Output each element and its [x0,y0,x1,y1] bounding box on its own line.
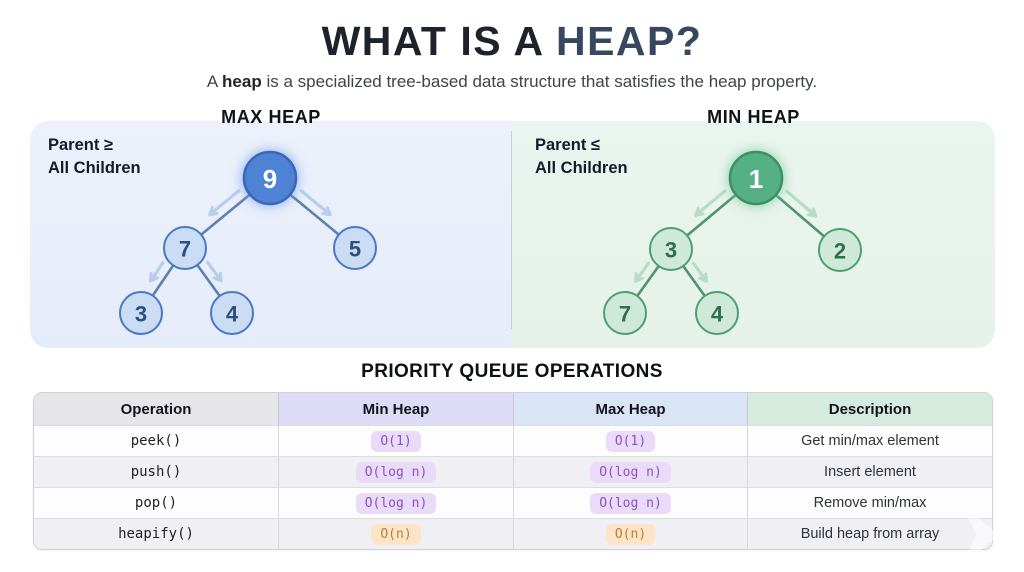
min-rule-line2: All Children [535,159,628,178]
min-heap-heading: MIN HEAP [707,107,800,127]
min-heap-node-2 [818,228,862,272]
table-row-pop: pop() O(log n) O(log n) Remove min/max [34,487,992,518]
table-title: PRIORITY QUEUE OPERATIONS [361,361,663,382]
table-header-description: Description [747,393,992,425]
operation-cell: pop() [134,495,178,511]
min-heap-complexity-cell: O(log n) [278,488,513,518]
max-heap-complexity-cell: O(n) [513,519,747,549]
max-heap-node-9 [242,150,298,206]
min-heap-complexity-cell: O(n) [278,519,513,549]
page-title-prefix: WHAT IS A [321,18,556,64]
complexity-pill: O(1) [371,430,421,452]
min-heap-complexity-cell: O(log n) [278,457,513,487]
complexity-pill: O(1) [605,430,656,452]
table-body: peek() O(1) O(1) Get min/max element push() O… [34,425,992,549]
min-heap-node-label: 4 [711,302,724,327]
panel-divider [511,131,512,329]
min-heap-node-label: 2 [834,239,846,264]
max-rule-line2: All Children [48,159,141,178]
table-header-min-heap: Min Heap [278,393,513,425]
page-title-highlight: HEAP? [555,18,703,64]
max-heap-complexity-cell: O(log n) [513,488,747,518]
min-heap-node-label: 3 [665,238,677,263]
description-cell: Insert element [747,457,992,487]
max-heap-node-label: 7 [179,237,191,262]
complexity-pill: O(n) [371,523,421,545]
max-heap-complexity-cell: O(1) [513,426,747,456]
table-header-max-heap: Max Heap [513,393,747,425]
min-heap-node-label: 7 [619,302,631,327]
page-title: WHAT IS A HEAP? [0,18,1024,65]
complexity-pill: O(log n) [355,492,437,514]
max-heap-node-4 [210,291,254,335]
max-rule-line1: Parent ≥ [48,136,113,154]
complexity-pill: O(log n) [590,461,671,483]
max-heap-node-label: 4 [226,302,239,327]
heap-tree-diagram: 9 7 5 3 4 1 3 2 7 4 [119,150,862,335]
max-heap-node-label: 5 [349,237,361,262]
min-heap-node-4 [695,291,739,335]
max-heap-rule: Parent ≥ All Children [48,134,141,180]
table-header-operation: Operation [34,393,278,425]
description-cell: Build heap from array [747,519,992,549]
min-heap-rule: Parent ≤ All Children [535,134,628,180]
table-row-push: push() O(log n) O(log n) Insert element [34,456,992,487]
heap-panels: Parent ≥ All Children Parent ≤ All Childre… [30,121,995,348]
subtitle: A heap is a specialized tree-based data … [0,72,1024,92]
table-row-heapify: heapify() O(n) O(n) Build heap from array [34,518,992,549]
subtitle-post: is a specialized tree-based data structu… [261,72,818,91]
max-heap-node-label: 3 [135,302,147,327]
max-heap-complexity-cell: O(log n) [513,457,747,487]
max-heap-heading: MAX HEAP [221,107,321,127]
complexity-pill: O(log n) [355,461,437,483]
subtitle-pre: A [206,72,223,91]
max-heap-node-7 [163,226,207,270]
complexity-pill: O(n) [605,523,656,545]
subtitle-bold-word: heap [222,72,262,91]
operation-cell: heapify() [118,526,194,542]
table-row-peek: peek() O(1) O(1) Get min/max element [34,425,992,456]
max-heap-node-5 [333,226,377,270]
min-rule-line1: Parent ≤ [535,136,600,154]
min-heap-node-label: 1 [749,164,763,194]
complexity-pill: O(log n) [590,492,671,514]
max-heap-node-label: 9 [263,164,277,194]
min-heap-node-3 [649,227,693,271]
min-heap-complexity-cell: O(1) [278,426,513,456]
operation-cell: push() [130,464,182,480]
description-cell: Get min/max element [747,426,992,456]
min-heap-node-1 [728,150,784,206]
min-heap-node-7 [603,291,647,335]
description-cell: Remove min/max [747,488,992,518]
max-heap-node-3 [119,291,163,335]
operation-cell: peek() [130,433,182,449]
